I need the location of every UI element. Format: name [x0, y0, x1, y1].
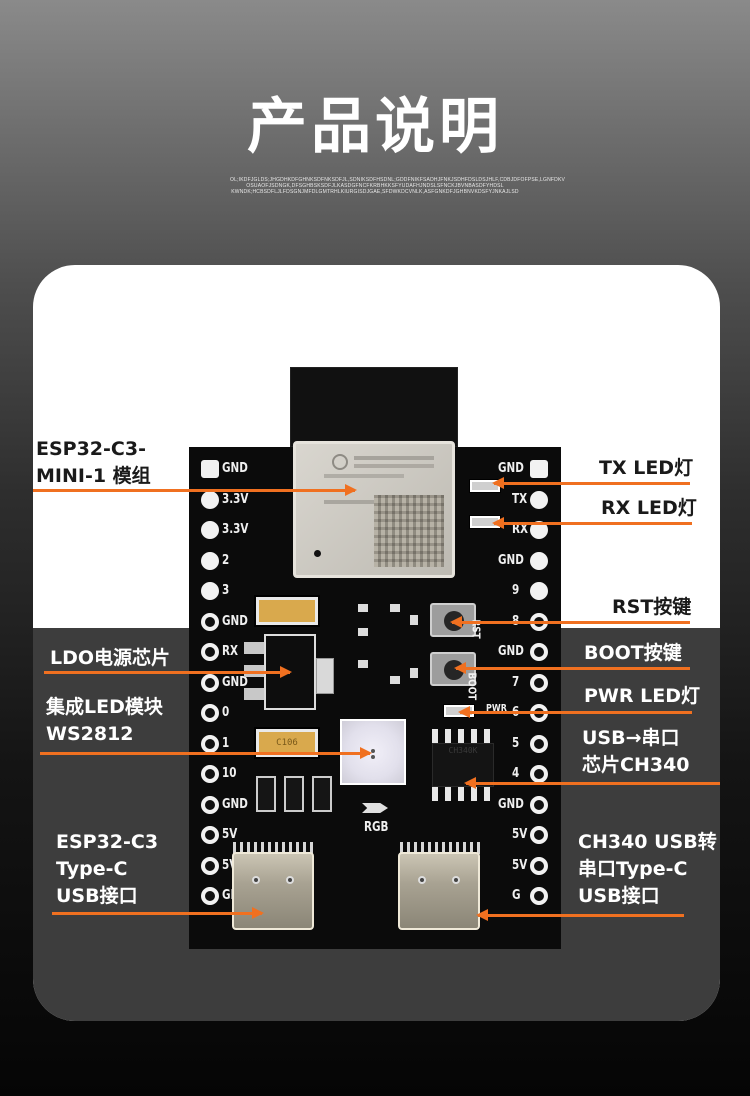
arrow-usb-esp [52, 907, 264, 919]
label-usb-esp: ESP32-C3 Type-C USB接口 [56, 831, 159, 907]
arrow-rst [450, 616, 690, 628]
arrow-boot [454, 662, 690, 674]
label-usb-ch340: CH340 USB转 串口Type-C USB接口 [578, 831, 717, 907]
arrow-usb-ch340 [476, 909, 684, 921]
arrow-ch340 [464, 777, 720, 789]
label-led: 集成LED模块 WS2812 [46, 696, 163, 745]
arrow-ldo [44, 666, 292, 678]
label-ch340: USB→串口 芯片CH340 [582, 727, 690, 776]
arrow-pwr-led [458, 706, 692, 718]
subtitle-line: KWNDK;HCBSDFLJLFDSGNJMFDLGMTRHLKIURGISDJ… [231, 189, 519, 195]
arrow-tx-led [492, 477, 690, 489]
subtitle-line: OSUAOFJSDNGK,DFSGHBSKSDFJLKASDGFNCFKRBHK… [246, 183, 504, 189]
label-rx-led: RX LED灯 [601, 497, 697, 519]
label-module: ESP32-C3- MINI-1 模组 [36, 438, 151, 487]
label-tx-led: TX LED灯 [599, 457, 694, 479]
label-ldo: LDO电源芯片 [50, 647, 171, 669]
arrow-led [40, 747, 372, 759]
arrow-module [33, 484, 357, 496]
label-boot: BOOT按键 [584, 642, 682, 664]
label-rst: RST按键 [612, 596, 692, 618]
label-pwr-led: PWR LED灯 [584, 685, 700, 707]
page-title: 产品说明 [247, 92, 503, 162]
page-subtitle: OL;IKDFJGLDS;JHGDHKDFGHNKSDFNKSDFJL,SDNI… [230, 177, 566, 195]
subtitle-line: OL;IKDFJGLDS;JHGDHKDFGHNKSDFNKSDFJL,SDNI… [230, 177, 566, 183]
arrow-rx-led [492, 517, 692, 529]
